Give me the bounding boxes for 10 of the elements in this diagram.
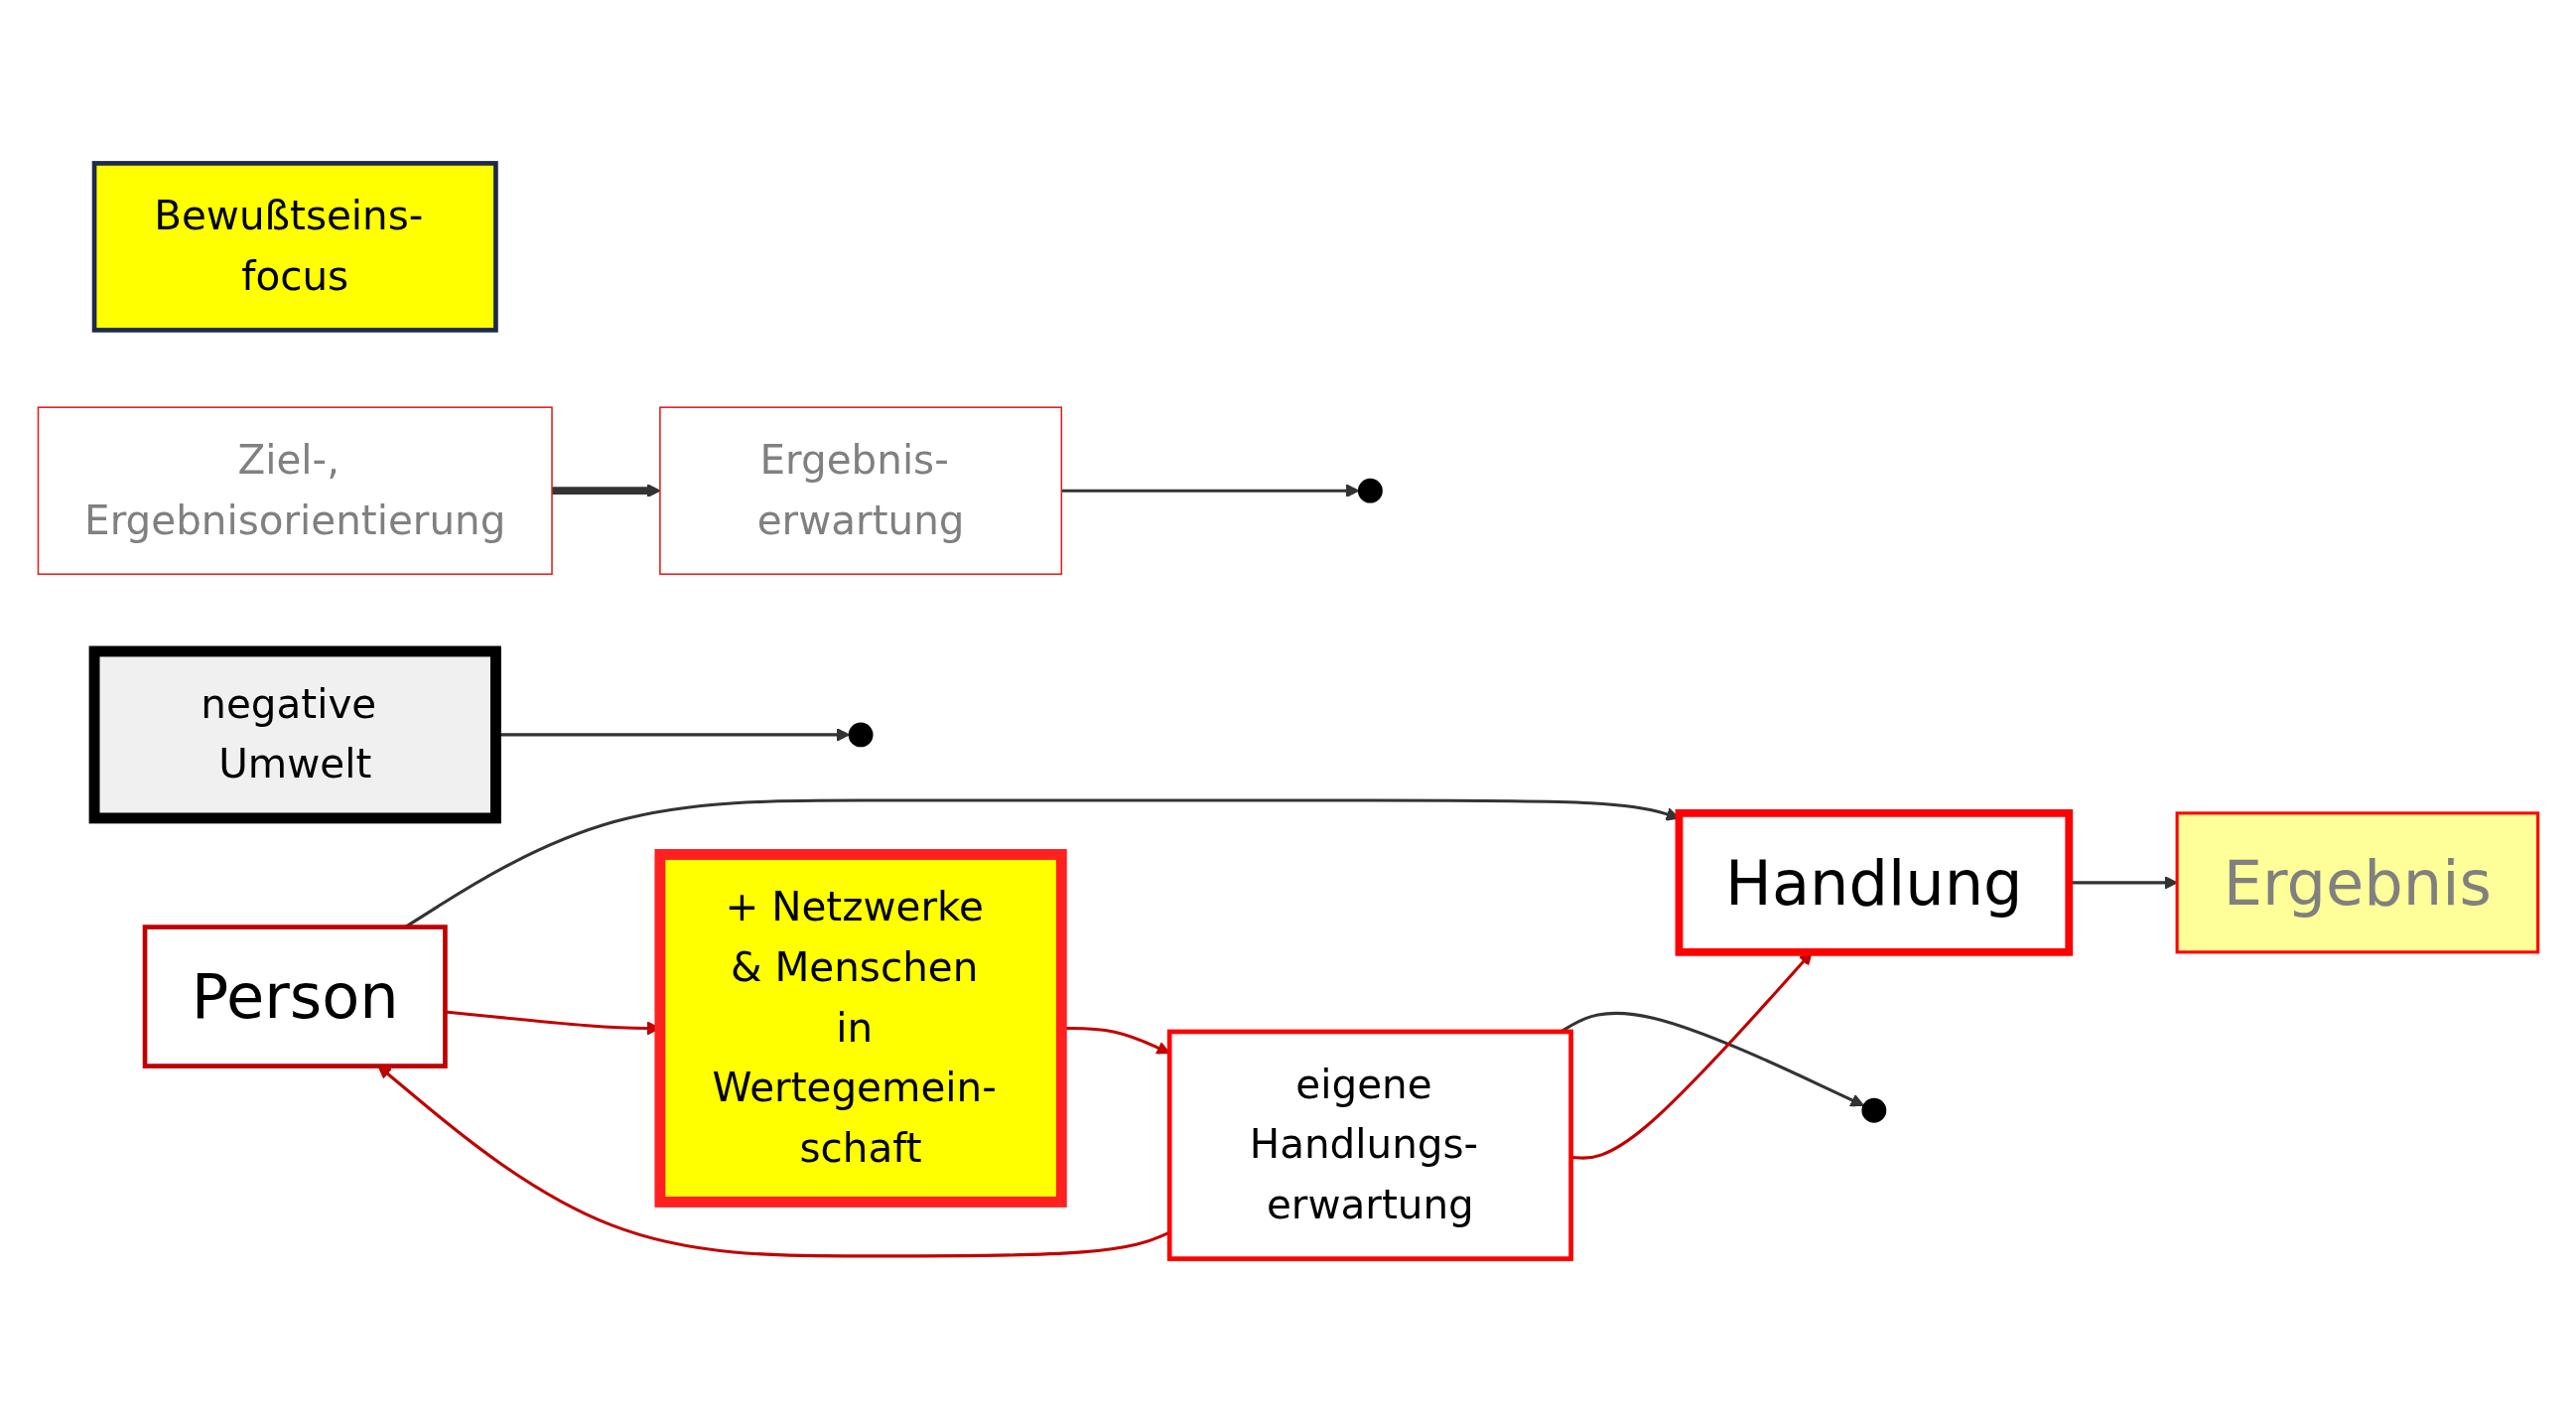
node-box: eigene Handlungs- erwartung: [1166, 1030, 1573, 1262]
node-box: Ergebnis: [2175, 811, 2540, 954]
node-box: Ergebnis- erwartung: [659, 406, 1063, 576]
node-box: + Netzwerke & Menschen in Wertegemein- schaft: [654, 849, 1067, 1209]
node-box: Handlung: [1675, 809, 2074, 957]
node-box: Ziel-, Ergebnisorientierung: [37, 406, 553, 576]
node-box: Bewußtseins- focus: [91, 161, 498, 334]
arrow: [1559, 1012, 1864, 1107]
node-box: Person: [142, 925, 448, 1069]
node-box: negative Umwelt: [88, 645, 501, 824]
